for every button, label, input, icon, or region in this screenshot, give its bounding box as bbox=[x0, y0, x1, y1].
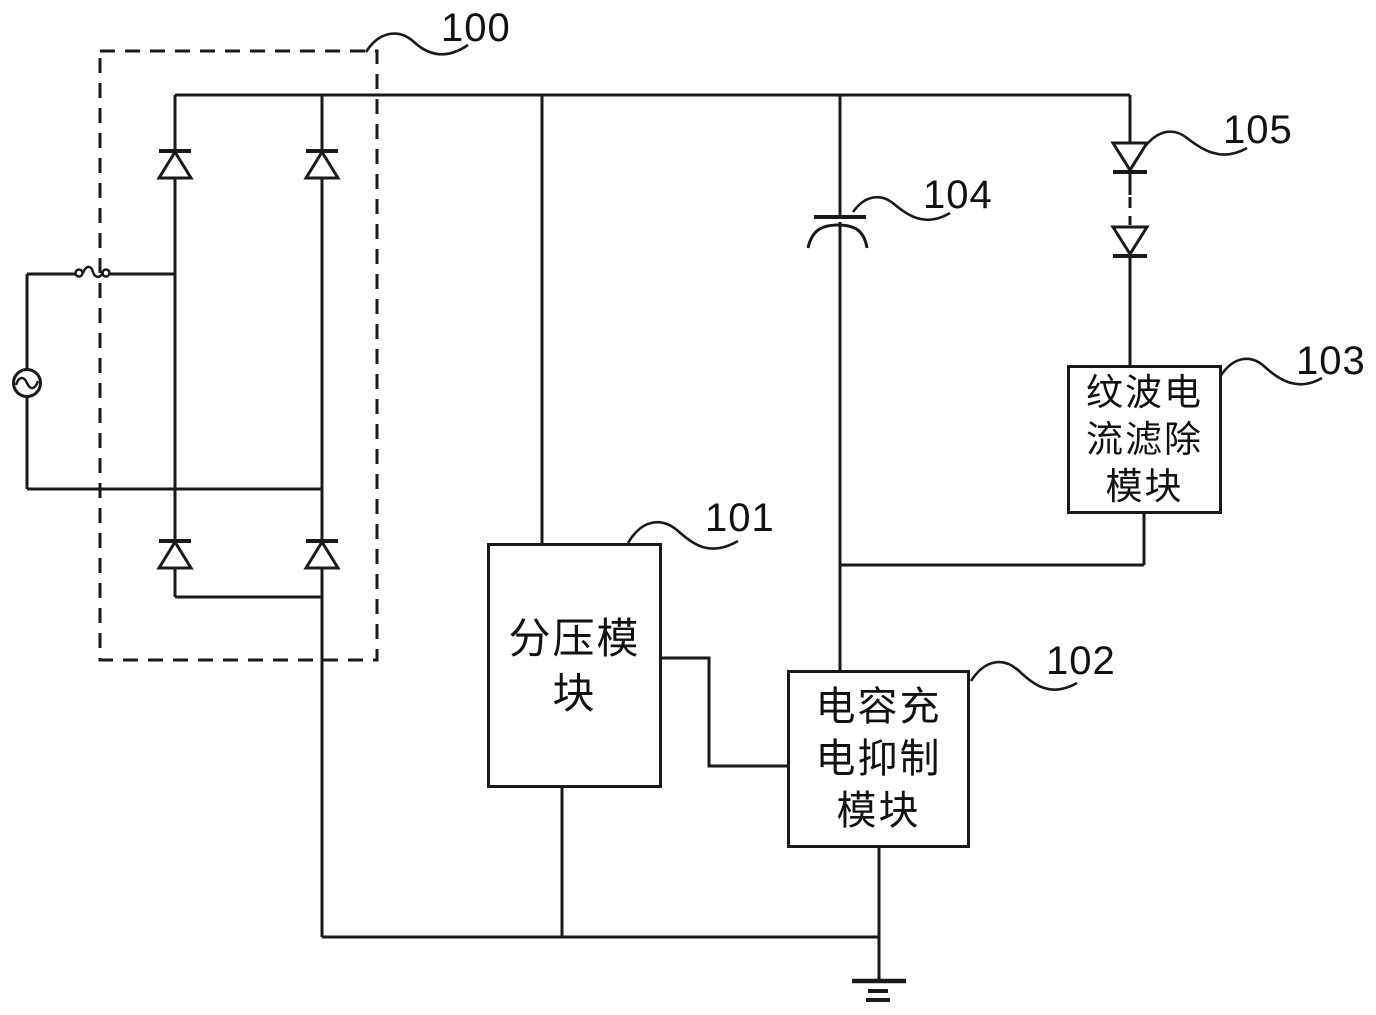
ground-icon bbox=[852, 978, 906, 1002]
wire-module-101-to-102 bbox=[662, 656, 787, 768]
module-103-text-line: 纹波电 bbox=[1086, 371, 1203, 414]
led-1-icon bbox=[1110, 141, 1150, 174]
module-103-text-line: 模块 bbox=[1105, 465, 1184, 508]
module-101-text-line: 分压模 bbox=[508, 613, 641, 663]
rectifier-dashed-enclosure bbox=[98, 49, 379, 662]
leader-101 bbox=[626, 521, 739, 550]
ref-label-100: 100 bbox=[441, 6, 511, 50]
led-2-icon bbox=[1110, 225, 1150, 258]
reference-leaders bbox=[364, 32, 1323, 691]
module-102-text-line: 电容充 bbox=[815, 684, 942, 730]
module-102-text-line: 电抑制 bbox=[815, 736, 942, 782]
capacitor-curved-plate bbox=[806, 223, 869, 249]
leader-102 bbox=[969, 660, 1078, 691]
bridge-diodes bbox=[156, 149, 341, 570]
leader-103 bbox=[1218, 357, 1323, 386]
fuse-icon bbox=[74, 265, 111, 279]
ac-source-icon bbox=[12, 368, 42, 398]
leader-105 bbox=[1141, 130, 1248, 156]
leader-104 bbox=[851, 195, 951, 222]
module-101-text-line: 块 bbox=[552, 668, 597, 718]
led-string-icon bbox=[1110, 141, 1150, 258]
ref-label-101: 101 bbox=[705, 496, 775, 540]
ref-label-104: 104 bbox=[923, 173, 993, 217]
module-103-text-line: 流滤除 bbox=[1086, 418, 1203, 461]
ref-label-105: 105 bbox=[1223, 108, 1293, 152]
module-box-voltage-divider: 分压模 块 bbox=[487, 543, 662, 788]
diode-upper-left-icon bbox=[156, 149, 194, 180]
wires bbox=[25, 93, 1146, 981]
diode-lower-left-icon bbox=[156, 539, 194, 570]
module-box-capacitor-charge-suppression: 电容充 电抑制 模块 bbox=[787, 670, 970, 848]
ref-label-102: 102 bbox=[1046, 639, 1116, 683]
capacitor-icon bbox=[806, 215, 869, 249]
module-102-text-line: 模块 bbox=[836, 788, 921, 834]
diode-lower-right-icon bbox=[303, 539, 341, 570]
diode-upper-right-icon bbox=[303, 149, 341, 180]
module-box-ripple-current-filter: 纹波电 流滤除 模块 bbox=[1067, 365, 1222, 514]
ref-label-103: 103 bbox=[1296, 339, 1366, 383]
leader-100 bbox=[364, 32, 469, 56]
wire-module-103-return bbox=[840, 514, 1146, 567]
